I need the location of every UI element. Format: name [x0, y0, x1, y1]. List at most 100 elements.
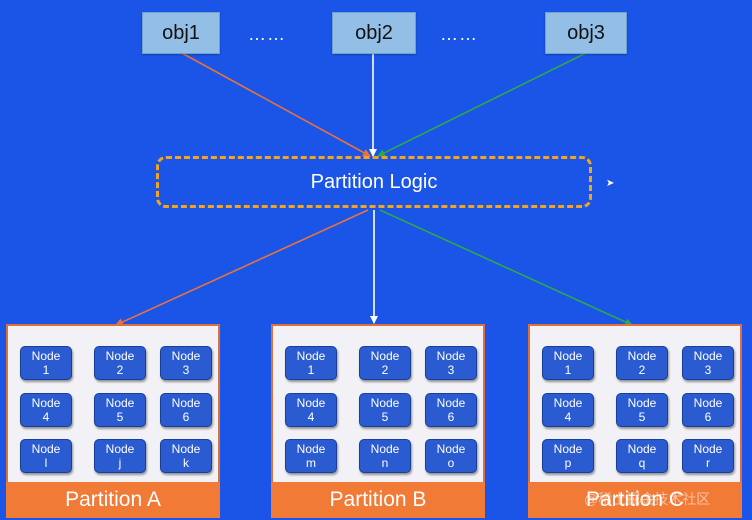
partition-b-label: Partition B [271, 482, 485, 518]
node-id: r [706, 456, 710, 470]
node-id: 3 [704, 363, 712, 377]
arrow-logic-to-partition-c [379, 209, 633, 326]
watermark: @稀土掘金技术社区 [584, 491, 711, 507]
node-title: Node [553, 349, 583, 363]
obj3-box: obj3 [545, 12, 627, 54]
partition-logic-box: Partition Logic [156, 156, 592, 208]
node-id: 5 [638, 410, 646, 424]
node-id: 5 [116, 410, 124, 424]
arrow-logic-to-partition-a [115, 209, 369, 326]
node-title: Node [296, 349, 326, 363]
node-id: 2 [638, 363, 646, 377]
node-title: Node [31, 349, 61, 363]
node-id: q [638, 456, 646, 470]
node-id: 4 [307, 410, 315, 424]
node-id: 6 [704, 410, 712, 424]
node-title: Node [436, 442, 466, 456]
node-title: Node [105, 396, 135, 410]
arrow-obj1-to-logic [179, 51, 371, 157]
node-id: 2 [116, 363, 124, 377]
mouse-cursor-icon: ➤ [606, 178, 615, 189]
node-id: 3 [447, 363, 455, 377]
node-title: Node [370, 396, 400, 410]
node-id: 6 [447, 410, 455, 424]
node-title: Node [31, 396, 61, 410]
node-id: 2 [381, 363, 389, 377]
node-title: Node [370, 349, 400, 363]
node-title: Node [627, 396, 657, 410]
partition-c-label: Partition C [528, 482, 742, 518]
node-id: k [183, 456, 189, 470]
node-title: Node [436, 396, 466, 410]
node-title: Node [296, 442, 326, 456]
node-id: n [381, 456, 389, 470]
node-title: Node [296, 396, 326, 410]
node-id: j [118, 456, 122, 470]
partition-logic-label: Partition Logic [310, 170, 438, 193]
ellipsis-1: …… [248, 24, 286, 44]
node-id: 3 [182, 363, 190, 377]
node-title: Node [171, 442, 201, 456]
node-title: Node [693, 442, 723, 456]
node-title: Node [553, 442, 583, 456]
node-title: Node [627, 349, 657, 363]
node-id: o [447, 456, 455, 470]
node-id: m [306, 456, 316, 470]
node-id: 5 [381, 410, 389, 424]
node-title: Node [553, 396, 583, 410]
node-title: Node [627, 442, 657, 456]
node-title: Node [436, 349, 466, 363]
obj2-box: obj2 [332, 12, 416, 54]
node-title: Node [31, 442, 61, 456]
node-id: 4 [42, 410, 50, 424]
node-title: Node [693, 396, 723, 410]
partition-a-label: Partition A [6, 482, 220, 518]
node-title: Node [171, 349, 201, 363]
node-id: 1 [307, 363, 315, 377]
node-title: Node [105, 442, 135, 456]
node-id: 1 [564, 363, 572, 377]
node-title: Node [370, 442, 400, 456]
arrow-obj3-to-logic [377, 51, 589, 157]
node-id: p [564, 456, 572, 470]
node-id: l [44, 456, 48, 470]
node-id: 1 [42, 363, 50, 377]
node-title: Node [105, 349, 135, 363]
node-title: Node [171, 396, 201, 410]
obj1-box: obj1 [142, 12, 220, 54]
node-title: Node [693, 349, 723, 363]
node-id: 4 [564, 410, 572, 424]
